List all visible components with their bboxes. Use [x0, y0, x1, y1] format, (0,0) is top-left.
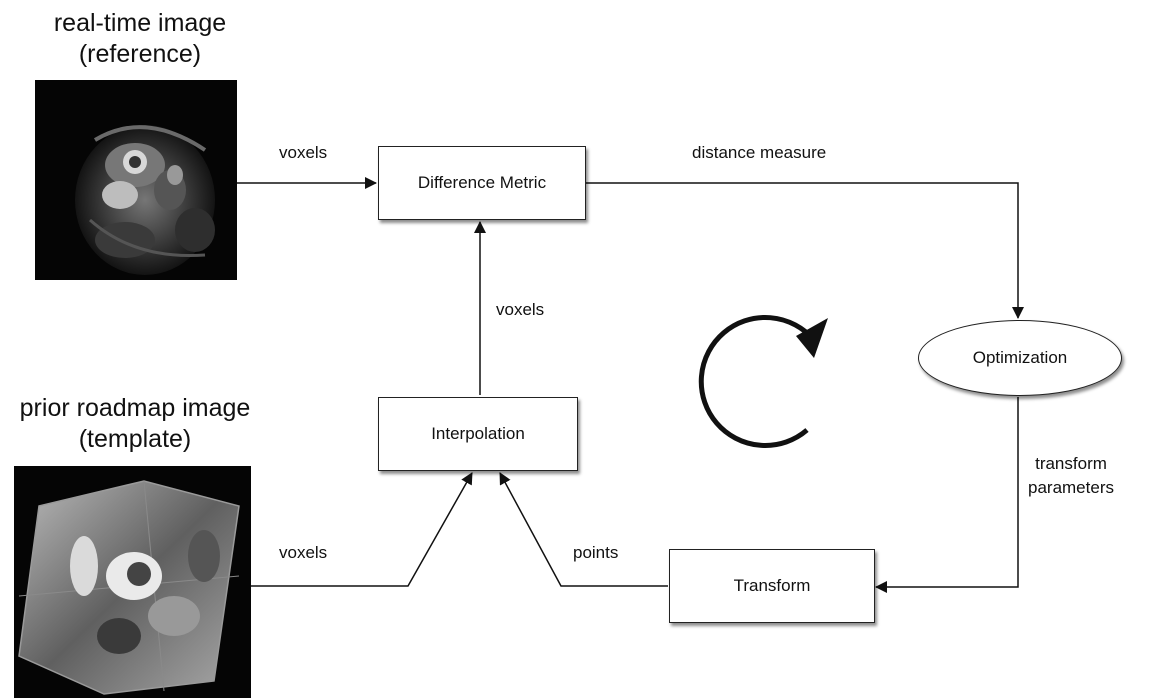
template-title-line2: (template)	[78, 425, 192, 453]
interpolation-node: Interpolation	[378, 397, 578, 471]
transform-parameters-line2: parameters	[1028, 478, 1114, 497]
edge-label-transform-parameters: transform parameters	[1028, 452, 1114, 500]
cycle-icon	[698, 315, 828, 448]
transform-label: Transform	[733, 576, 811, 595]
template-mri-image	[14, 466, 251, 698]
transform-parameters-line1: transform	[1035, 454, 1107, 473]
edge-transform-to-interpolation	[499, 472, 668, 587]
optimization-node: Optimization	[918, 320, 1122, 396]
reference-title-line1: real-time image	[53, 9, 227, 37]
reference-mri-image	[35, 80, 237, 280]
template-mri-graphic	[14, 466, 251, 698]
reference-image-title: real-time image (reference)	[30, 8, 250, 70]
edge-template-to-interpolation	[251, 472, 473, 587]
interpolation-label: Interpolation	[431, 424, 525, 443]
reference-title-line2: (reference)	[78, 40, 202, 68]
edge-label-interpolation-voxels: voxels	[496, 300, 545, 319]
difference-metric-node: Difference Metric	[378, 146, 586, 220]
reference-mri-graphic	[35, 80, 237, 280]
transform-node: Transform	[669, 549, 875, 623]
edge-label-template-voxels: voxels	[279, 543, 328, 562]
template-title-line1: prior roadmap image	[19, 394, 251, 422]
edge-label-reference-voxels: voxels	[279, 143, 328, 162]
edge-label-distance-measure: distance measure	[692, 143, 827, 162]
template-image-title: prior roadmap image (template)	[0, 393, 270, 455]
optimization-label: Optimization	[972, 348, 1068, 367]
edge-optimization-to-transform	[875, 397, 1019, 593]
edge-label-points: points	[573, 543, 619, 562]
edge-metric-to-optimization	[586, 182, 1024, 319]
difference-metric-label: Difference Metric	[417, 173, 547, 192]
